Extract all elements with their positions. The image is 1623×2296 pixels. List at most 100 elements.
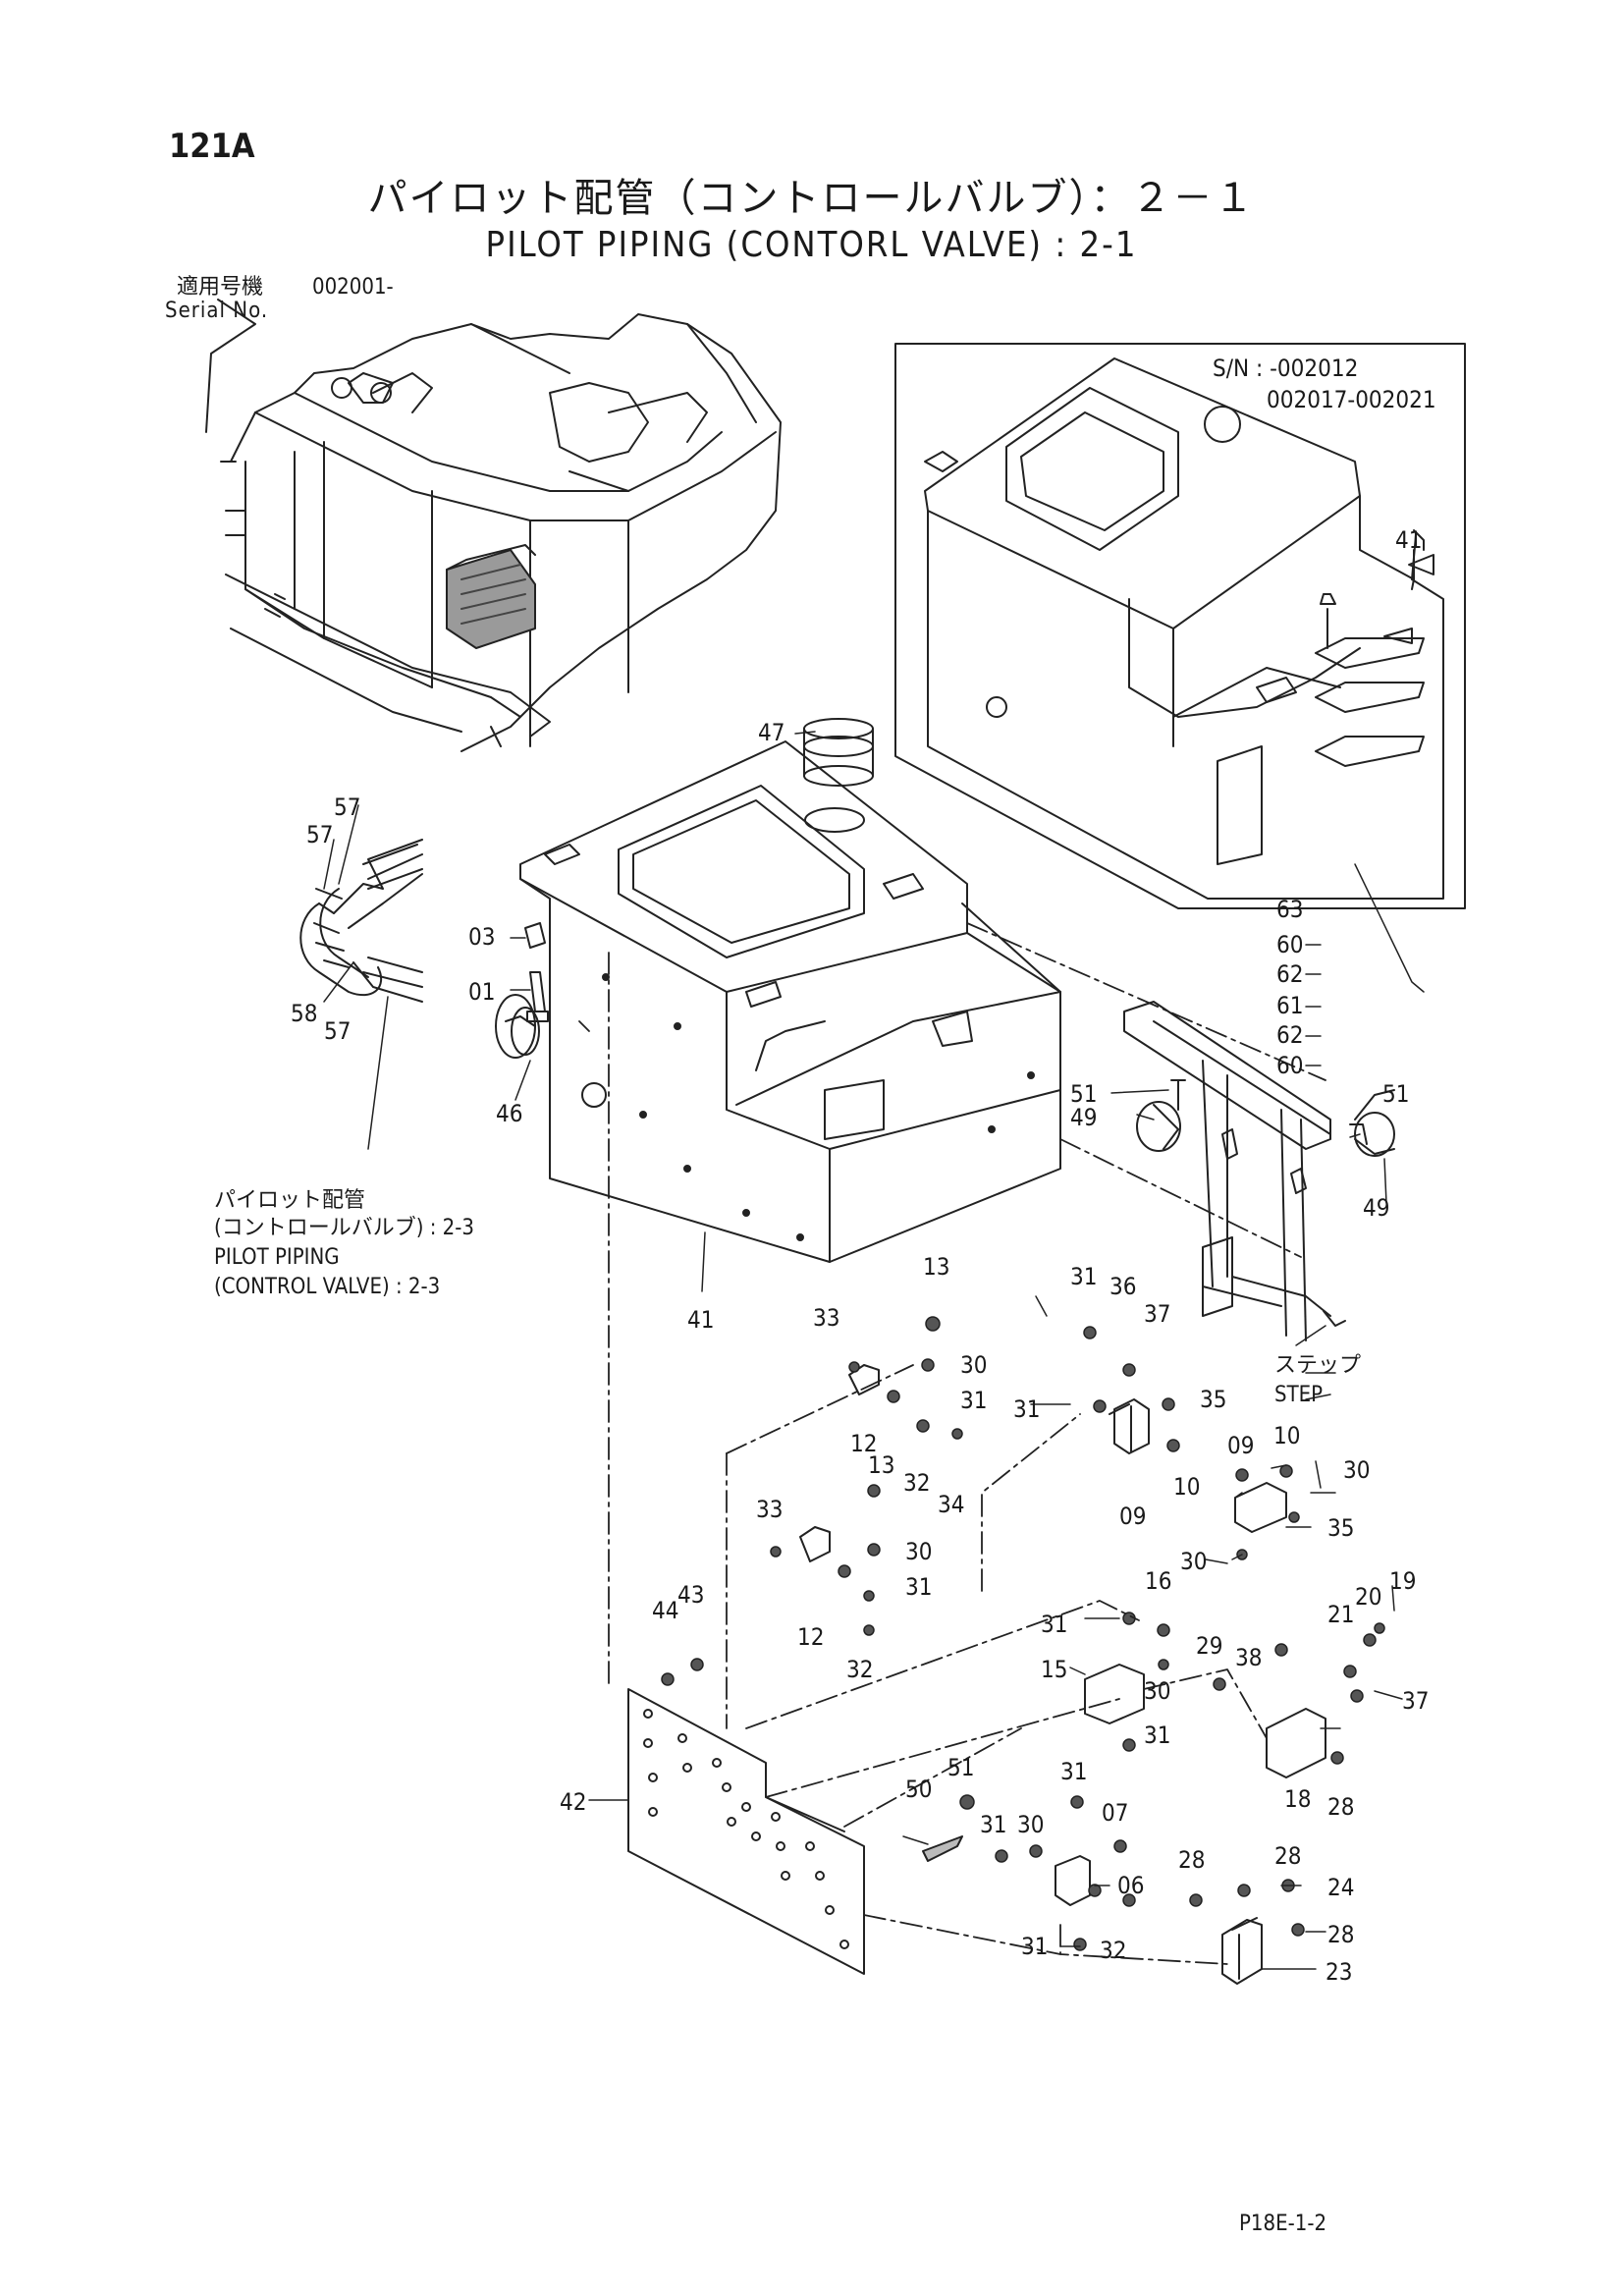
callout-62: 62 (1276, 1021, 1303, 1049)
callout-30: 30 (1180, 1548, 1207, 1575)
callout-63: 63 (1276, 896, 1303, 923)
callout-28: 28 (1178, 1846, 1205, 1874)
callout-21: 21 (1327, 1601, 1354, 1628)
callout-49: 49 (1070, 1104, 1097, 1131)
callout-31: 31 (1021, 1933, 1048, 1960)
callout-44: 44 (652, 1597, 678, 1624)
callout-34: 34 (938, 1491, 964, 1518)
callout-09: 09 (1119, 1503, 1146, 1530)
callout-38: 38 (1235, 1644, 1262, 1671)
callout-37: 37 (1402, 1687, 1429, 1715)
callout-47: 47 (758, 719, 784, 746)
callout-50: 50 (905, 1776, 932, 1803)
callout-24: 24 (1327, 1874, 1354, 1901)
callout-10: 10 (1173, 1473, 1200, 1501)
callout-30: 30 (1144, 1677, 1170, 1705)
inset-serial-line-2: 002017-002021 (1267, 386, 1436, 413)
pipe-reference-jp-line2: (コントロールバルブ) : 2-3 (214, 1216, 475, 1240)
callout-37: 37 (1144, 1300, 1170, 1328)
callout-57: 57 (334, 793, 360, 821)
callout-30: 30 (1017, 1811, 1044, 1838)
callout-leaders (323, 731, 1425, 1970)
machine-overview-illustration (205, 299, 782, 752)
callout-28: 28 (1327, 1793, 1354, 1821)
callout-57: 57 (306, 821, 333, 848)
callout-31: 31 (1144, 1722, 1170, 1749)
callout-51: 51 (947, 1754, 974, 1781)
pipe-reference-en-line2: (CONTROL VALVE) : 2-3 (214, 1275, 441, 1299)
mounting-plate (627, 1688, 865, 1975)
callout-31: 31 (960, 1387, 987, 1414)
inset-callout-41: 41 (1395, 526, 1422, 554)
callout-01: 01 (468, 978, 495, 1006)
page-title-japanese: パイロット配管（コントロールバルブ）：２－１ (367, 176, 1256, 221)
callout-35: 35 (1327, 1514, 1354, 1542)
callout-36: 36 (1109, 1273, 1136, 1300)
callout-28: 28 (1327, 1921, 1354, 1948)
callout-42: 42 (560, 1788, 586, 1816)
callout-03: 03 (468, 923, 495, 951)
callout-30: 30 (905, 1538, 932, 1565)
valve-blocks (799, 1364, 1326, 1985)
callout-41: 41 (687, 1306, 714, 1334)
callout-32: 32 (1100, 1937, 1126, 1964)
pipe-reference-jp-line1: パイロット配管 (214, 1188, 366, 1213)
callout-13: 13 (868, 1451, 894, 1479)
callout-32: 32 (903, 1469, 930, 1497)
step-label-jp: ステップ (1274, 1353, 1362, 1378)
callout-33: 33 (756, 1496, 783, 1523)
callout-31: 31 (1041, 1611, 1067, 1638)
page-number: 121A (169, 127, 255, 166)
control-valve-cover (519, 740, 1061, 1263)
callout-62: 62 (1276, 960, 1303, 988)
callout-31: 31 (1013, 1395, 1040, 1423)
callout-57: 57 (324, 1017, 351, 1045)
callout-30: 30 (1343, 1456, 1370, 1484)
callout-32: 32 (846, 1656, 873, 1683)
callout-07: 07 (1102, 1799, 1128, 1827)
callout-58: 58 (291, 1000, 317, 1027)
callout-60: 60 (1276, 1052, 1303, 1079)
pipe-reference-en-line1: PILOT PIPING (214, 1245, 340, 1270)
callout-43: 43 (677, 1581, 704, 1609)
inset-serial-line-1: S/N : -002012 (1213, 355, 1359, 382)
callout-35: 35 (1200, 1386, 1226, 1413)
cover-fasteners (495, 718, 874, 1059)
callout-30: 30 (960, 1351, 987, 1379)
callout-51: 51 (1382, 1080, 1409, 1108)
callout-19: 19 (1389, 1567, 1416, 1595)
callout-15: 15 (1041, 1656, 1067, 1683)
callout-31: 31 (980, 1811, 1006, 1838)
callout-28: 28 (1274, 1842, 1301, 1870)
callout-12: 12 (850, 1430, 877, 1457)
callout-23: 23 (1325, 1958, 1352, 1986)
callout-49: 49 (1363, 1194, 1389, 1222)
pipe-routing-lines (578, 922, 1326, 1965)
page-title-english: PILOT PIPING (CONTORL VALVE) : 2-1 (485, 225, 1138, 265)
step-label-en: STEP (1274, 1383, 1324, 1407)
callout-29: 29 (1196, 1632, 1222, 1660)
serial-value: 002001- (312, 275, 394, 300)
inset-variant-box (894, 343, 1466, 909)
callout-12: 12 (797, 1623, 824, 1651)
callout-33: 33 (813, 1304, 839, 1332)
callout-51: 51 (1070, 1080, 1097, 1108)
callout-46: 46 (496, 1100, 522, 1127)
callout-31: 31 (1070, 1263, 1097, 1290)
callout-20: 20 (1355, 1583, 1381, 1611)
callout-13: 13 (923, 1253, 949, 1281)
callout-06: 06 (1117, 1872, 1144, 1899)
callout-31: 31 (1060, 1758, 1087, 1785)
callout-10: 10 (1273, 1422, 1300, 1449)
callout-18: 18 (1284, 1785, 1311, 1813)
page-footer-code: P18E-1-2 (1239, 2212, 1327, 2236)
callout-numbers: 41 47 57 57 58 57 03 01 46 41 63 60 62 6… (291, 526, 1429, 1986)
callout-16: 16 (1145, 1567, 1171, 1595)
callout-61: 61 (1276, 992, 1303, 1019)
serial-label-japanese: 適用号機 (177, 275, 264, 300)
callout-31: 31 (905, 1573, 932, 1601)
step-assembly (1123, 593, 1425, 1341)
pilot-hose-assembly (299, 839, 423, 1003)
